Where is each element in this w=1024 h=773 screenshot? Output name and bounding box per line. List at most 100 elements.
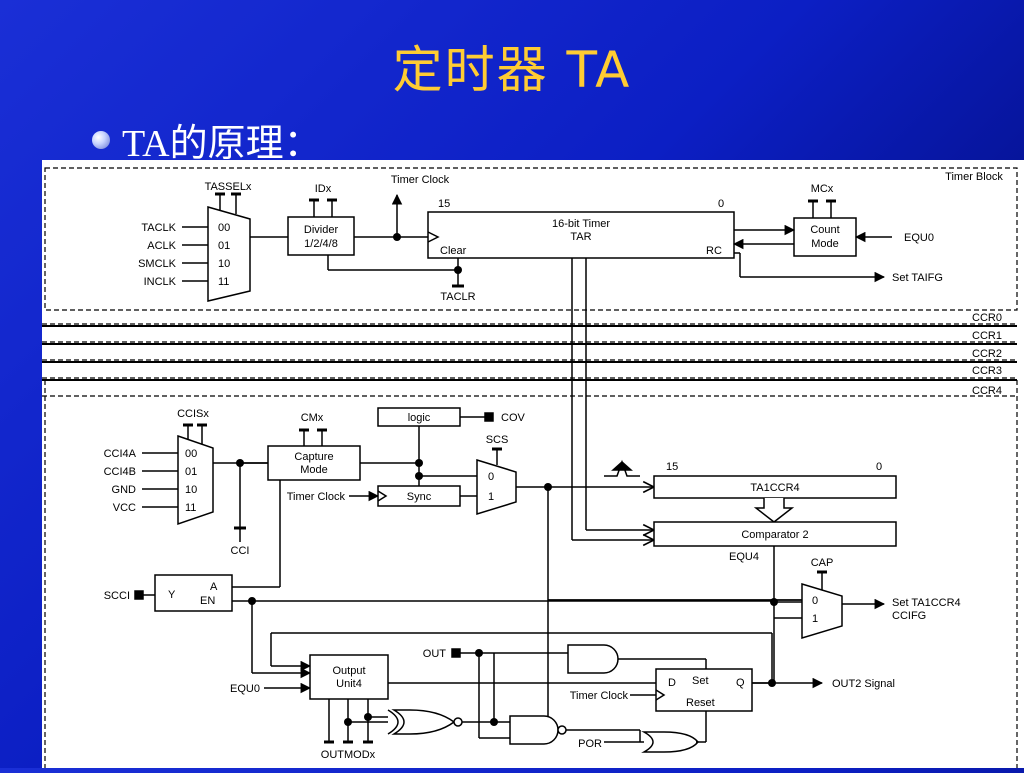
ccisx-label: CCISx bbox=[177, 408, 209, 420]
mux-input-1: ACLK bbox=[147, 240, 176, 252]
ccr1-label: CCR1 bbox=[972, 330, 1002, 342]
tar-rc-label: RC bbox=[706, 245, 722, 257]
outmod-label: OUTMODx bbox=[321, 749, 376, 761]
ccr3-label: CCR3 bbox=[972, 365, 1002, 377]
and-gate-top bbox=[567, 644, 619, 674]
mux-code-2: 10 bbox=[218, 258, 230, 270]
divider-label-0: Divider bbox=[304, 224, 339, 236]
out-label: OUT bbox=[423, 648, 447, 660]
tar-title-1: TAR bbox=[570, 231, 591, 243]
ta1ccr4-label: TA1CCR4 bbox=[750, 482, 799, 494]
ccr4-lo-bit: 0 bbox=[876, 461, 882, 473]
tasselx-label: TASSELx bbox=[205, 181, 252, 193]
count-mode-1: Mode bbox=[811, 238, 839, 250]
count-mode-box bbox=[793, 217, 857, 257]
count-mode-0: Count bbox=[810, 224, 839, 236]
output-flipflop bbox=[655, 668, 753, 712]
set-flag-1: CCIFG bbox=[892, 610, 926, 622]
mux-code-0: 00 bbox=[218, 222, 230, 234]
ccr0-label: CCR0 bbox=[972, 312, 1002, 324]
cci-input-2: GND bbox=[112, 484, 137, 496]
ff-q: Q bbox=[736, 677, 745, 689]
cov-label: COV bbox=[501, 412, 526, 424]
cci-input-1: CCI4B bbox=[104, 466, 136, 478]
ff-reset: Reset bbox=[686, 697, 715, 709]
timer-diagram-svg: Timer Block TASSELx IDx Timer Clock TACL… bbox=[42, 167, 1018, 768]
tar-clear-label: Clear bbox=[440, 245, 467, 257]
idx-label: IDx bbox=[315, 183, 332, 195]
ff-set: Set bbox=[692, 675, 709, 687]
output-unit-0: Output bbox=[332, 665, 365, 677]
output-unit-box bbox=[309, 654, 389, 700]
bullet-icon bbox=[92, 130, 110, 149]
capture-mode-0: Capture bbox=[294, 451, 333, 463]
cci-input-3: VCC bbox=[113, 502, 136, 514]
timer-diagram: Timer Block TASSELx IDx Timer Clock TACL… bbox=[42, 160, 1024, 768]
capture-mode-1: Mode bbox=[300, 464, 328, 476]
equ0-top-label: EQU0 bbox=[904, 232, 934, 244]
cap-code-0: 0 bbox=[812, 595, 818, 607]
cci-code-3: 11 bbox=[185, 502, 196, 514]
latch-y: Y bbox=[168, 589, 176, 601]
capture-mode-box bbox=[267, 445, 361, 481]
timer-clock-sync-label: Timer Clock bbox=[287, 491, 346, 503]
set-taifg-label: Set TAIFG bbox=[892, 272, 943, 284]
cap-code-1: 1 bbox=[812, 613, 818, 625]
comparator-box bbox=[653, 521, 897, 547]
logic-label: logic bbox=[408, 412, 431, 424]
output-unit-1: Unit4 bbox=[336, 678, 362, 690]
sync-label: Sync bbox=[407, 491, 432, 503]
taclr-label: TACLR bbox=[440, 291, 475, 303]
tar-title-0: 16-bit Timer bbox=[552, 218, 610, 230]
bullet-line: TA的原理： bbox=[92, 112, 322, 167]
mux-input-2: SMCLK bbox=[138, 258, 177, 270]
scs-mux bbox=[476, 458, 517, 516]
tar-register bbox=[427, 211, 735, 259]
timer-clock-top-label: Timer Clock bbox=[391, 174, 450, 186]
tar-hi-bit: 15 bbox=[438, 198, 450, 210]
mux-input-3: INCLK bbox=[144, 276, 177, 288]
divider-label-1: 1/2/4/8 bbox=[304, 238, 338, 250]
mux-code-3: 11 bbox=[218, 276, 229, 288]
scs-label: SCS bbox=[486, 434, 509, 446]
scs-code-1: 1 bbox=[488, 491, 494, 503]
ccr4-hi-bit: 15 bbox=[666, 461, 678, 473]
and-gate-bottom bbox=[509, 715, 559, 745]
comparator-label: Comparator 2 bbox=[741, 529, 808, 541]
cmx-label: CMx bbox=[301, 412, 324, 424]
por-label: POR bbox=[578, 738, 602, 750]
scs-code-0: 0 bbox=[488, 471, 494, 483]
section-borders bbox=[42, 167, 1018, 768]
equ0-bottom-label: EQU0 bbox=[230, 683, 260, 695]
slide-title: 定时器 TA bbox=[392, 41, 632, 99]
latch-box bbox=[154, 574, 233, 612]
cap-mux bbox=[801, 582, 843, 640]
cci-input-0: CCI4A bbox=[104, 448, 137, 460]
latch-a: A bbox=[210, 581, 218, 593]
bullet-text: TA的原理： bbox=[122, 123, 322, 165]
cci-code-2: 10 bbox=[185, 484, 197, 496]
timer-clock-ff-label: Timer Clock bbox=[570, 690, 629, 702]
cci-code-0: 00 bbox=[185, 448, 197, 460]
cci-label: CCI bbox=[231, 545, 250, 557]
latch-en: EN bbox=[200, 595, 215, 607]
scci-label: SCCI bbox=[104, 590, 130, 602]
mux-input-0: TACLK bbox=[141, 222, 176, 234]
mux-code-1: 01 bbox=[218, 240, 230, 252]
equ4-label: EQU4 bbox=[729, 551, 759, 563]
set-flag-0: Set TA1CCR4 bbox=[892, 597, 961, 609]
mcx-label: MCx bbox=[811, 183, 834, 195]
xor-gate bbox=[391, 709, 456, 735]
ff-d: D bbox=[668, 677, 676, 689]
tar-lo-bit: 0 bbox=[718, 198, 724, 210]
or-gate bbox=[641, 731, 699, 753]
ccr2-label: CCR2 bbox=[972, 348, 1002, 360]
divider-box bbox=[287, 216, 355, 256]
cap-label: CAP bbox=[811, 557, 834, 569]
out-signal-label: OUT2 Signal bbox=[832, 678, 895, 690]
timer-block-label: Timer Block bbox=[945, 171, 1003, 183]
cci-code-1: 01 bbox=[185, 466, 197, 478]
clock-mux bbox=[207, 206, 251, 302]
ccr4-label: CCR4 bbox=[972, 385, 1002, 397]
junction-dots bbox=[236, 233, 778, 726]
